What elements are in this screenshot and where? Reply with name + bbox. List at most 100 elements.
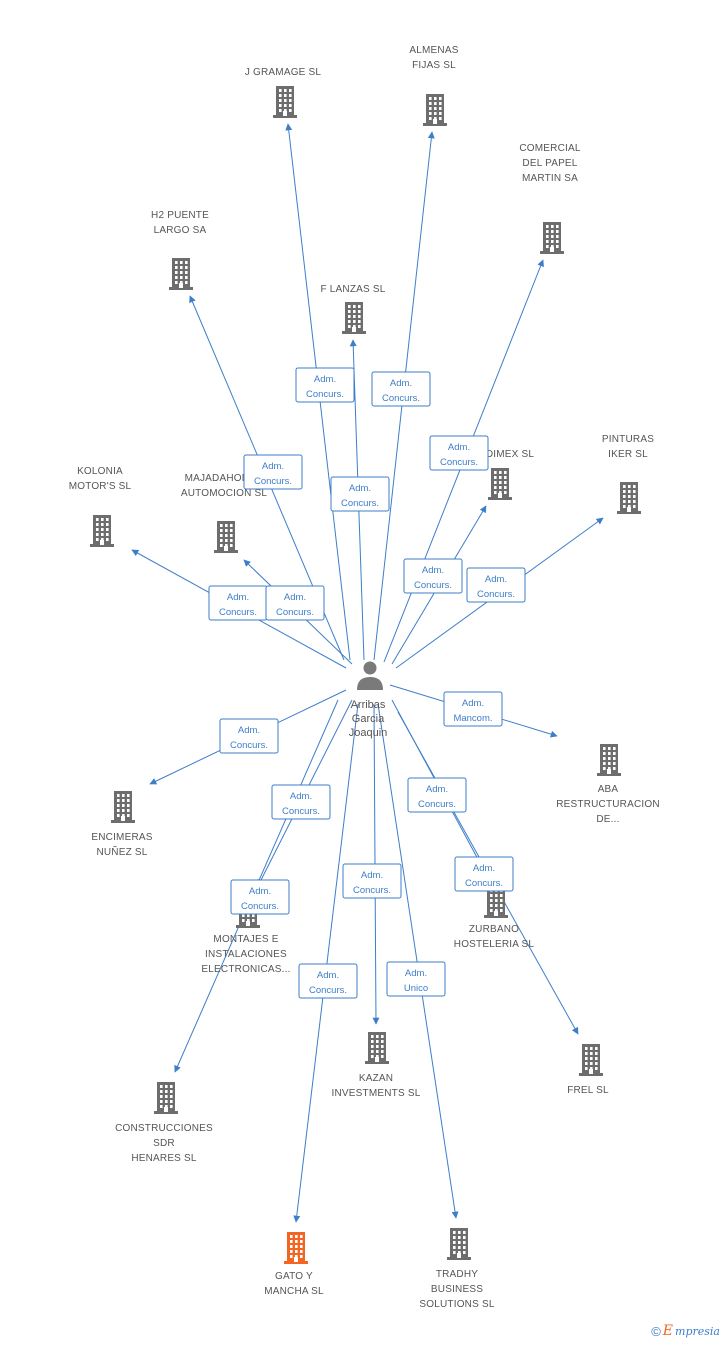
company-name[interactable]: PINTURAS	[602, 434, 654, 445]
company-node-n5[interactable]: F LANZAS SL	[321, 284, 386, 334]
company-node-n18[interactable]: TRADHY BUSINESS SOLUTIONS SL	[419, 1228, 495, 1310]
company-name[interactable]: AUTOMOCION SL	[181, 488, 268, 499]
edge-label-text: Concurs.	[418, 799, 456, 810]
company-node-n1[interactable]: J GRAMAGE SL	[245, 67, 322, 118]
company-node-n6[interactable]: DIMEX SL	[486, 449, 535, 500]
building-icon[interactable]	[169, 258, 193, 290]
building-icon[interactable]	[342, 302, 366, 334]
company-name[interactable]: KAZAN	[359, 1073, 393, 1084]
company-node-n12[interactable]: ZURBANO HOSTELERIA SL	[454, 886, 535, 950]
edge-label-n12b: Adm. Concurs.	[454, 856, 514, 892]
company-name[interactable]: LARGO SA	[154, 225, 207, 236]
company-name[interactable]: ABA	[598, 784, 619, 795]
edge-label-text: Adm.	[314, 374, 336, 385]
building-icon[interactable]	[90, 515, 114, 547]
company-name[interactable]: BUSINESS	[431, 1284, 483, 1295]
person-icon[interactable]	[357, 661, 383, 691]
company-node-n2[interactable]: ALMENAS FIJAS SL	[409, 45, 459, 126]
company-node-n9[interactable]: MAJADAHONDA AUTOMOCION SL	[181, 473, 268, 553]
company-name[interactable]: GATO Y	[275, 1271, 313, 1282]
company-name[interactable]: MAJADAHONDA	[185, 473, 264, 484]
edge-label-text: Adm.	[317, 970, 339, 981]
company-name[interactable]: NUÑEZ SL	[96, 845, 147, 858]
edge-label-text: Concurs.	[440, 457, 478, 468]
company-node-n17[interactable]: GATO Y MANCHA SL	[264, 1232, 324, 1297]
building-icon[interactable]	[154, 1082, 178, 1114]
building-icon[interactable]	[597, 744, 621, 776]
edge-label-n8: Adm.Concurs.	[208, 585, 268, 621]
building-icon[interactable]	[273, 86, 297, 118]
company-node-n3[interactable]: COMERCIAL DEL PAPEL MARTIN SA	[519, 143, 581, 254]
company-name[interactable]: TRADHY	[436, 1269, 478, 1280]
building-icon[interactable]	[488, 468, 512, 500]
edge-label-text: Adm.	[405, 968, 427, 979]
company-name[interactable]: ZURBANO	[469, 924, 519, 935]
edge-label-text: Concurs.	[254, 476, 292, 487]
company-name[interactable]: IKER SL	[608, 449, 648, 460]
company-name[interactable]: MARTIN SA	[522, 173, 578, 184]
nodes-layer: J GRAMAGE SL ALMENAS FIJAS SL COMERCIAL DEL …	[69, 45, 660, 1310]
company-node-n16[interactable]: CONSTRUCCIONES SDR HENARES SL	[115, 1082, 213, 1164]
company-node-n10[interactable]: ABA RESTRUCTURACION DE...	[556, 744, 660, 825]
company-name[interactable]: H2 PUENTE	[151, 210, 209, 221]
edge-label-text: Concurs.	[341, 498, 379, 509]
company-name[interactable]: MANCHA SL	[264, 1286, 324, 1297]
company-node-n15[interactable]: KAZAN INVESTMENTS SL	[332, 1032, 421, 1099]
company-name[interactable]: F LANZAS SL	[321, 284, 386, 295]
company-name[interactable]: DIMEX SL	[486, 449, 535, 460]
company-name[interactable]: HENARES SL	[131, 1153, 197, 1164]
building-icon[interactable]	[214, 521, 238, 553]
company-name[interactable]: DE...	[596, 814, 619, 825]
edge-label-text: Concurs.	[309, 985, 347, 996]
company-node-n11[interactable]: ENCIMERAS NUÑEZ SL	[91, 791, 153, 858]
company-node-n14[interactable]: FREL SL	[567, 1044, 609, 1096]
company-name[interactable]: DEL PAPEL	[522, 158, 577, 169]
building-icon[interactable]	[284, 1232, 308, 1264]
edge-label-text: Adm.	[262, 461, 284, 472]
edge-label-text: Adm.	[473, 863, 495, 874]
company-name[interactable]: MOTOR'S SL	[69, 481, 132, 492]
company-name[interactable]: ALMENAS	[409, 45, 458, 56]
edge-label-text: Concurs.	[353, 885, 391, 896]
company-node-n8[interactable]: KOLONIA MOTOR'S SL	[69, 466, 132, 547]
building-icon[interactable]	[111, 791, 135, 823]
company-node-n4[interactable]: H2 PUENTE LARGO SA	[151, 210, 209, 290]
company-name[interactable]: RESTRUCTURACION	[556, 799, 660, 810]
person-name[interactable]: Joaquin	[349, 727, 388, 739]
building-icon[interactable]	[365, 1032, 389, 1064]
company-name[interactable]: SOLUTIONS SL	[419, 1299, 494, 1310]
building-icon[interactable]	[617, 482, 641, 514]
company-name[interactable]: ENCIMERAS	[91, 832, 152, 843]
company-name[interactable]: INVESTMENTS SL	[332, 1088, 421, 1099]
edge-label-n7: Adm.Concurs.	[466, 567, 526, 603]
company-name[interactable]: CONSTRUCCIONES	[115, 1123, 213, 1134]
building-icon[interactable]	[579, 1044, 603, 1076]
company-name[interactable]: FIJAS SL	[412, 60, 456, 71]
company-name[interactable]: HOSTELERIA SL	[454, 939, 535, 950]
company-node-n7[interactable]: PINTURAS IKER SL	[602, 434, 654, 514]
company-name[interactable]: KOLONIA	[77, 466, 123, 477]
edge-label-n11: Adm.Concurs.	[219, 718, 279, 754]
company-name[interactable]: MONTAJES E	[213, 934, 278, 945]
edge-label-text: Concurs.	[219, 607, 257, 618]
company-name[interactable]: ELECTRONICAS...	[201, 964, 290, 975]
person-name[interactable]: Arribas	[351, 699, 386, 711]
company-name[interactable]: SDR	[153, 1138, 175, 1149]
edge-label-text: Concurs.	[465, 878, 503, 889]
company-name[interactable]: INSTALACIONES	[205, 949, 287, 960]
edge-label-n12: Adm.Concurs.	[407, 777, 467, 813]
building-icon[interactable]	[423, 94, 447, 126]
company-name[interactable]: FREL SL	[567, 1085, 609, 1096]
edge-label-text: Adm.	[249, 886, 271, 897]
building-icon[interactable]	[447, 1228, 471, 1260]
edge-label-text: Adm.	[238, 725, 260, 736]
edge-label-n10: Adm.Mancom.	[443, 691, 503, 727]
company-name[interactable]: COMERCIAL	[519, 143, 580, 154]
person-name[interactable]: Garcia	[352, 713, 385, 725]
edge-label-text: Concurs.	[414, 580, 452, 591]
company-name[interactable]: J GRAMAGE SL	[245, 67, 322, 78]
building-icon[interactable]	[540, 222, 564, 254]
edge-label-n17: Adm. Concurs.	[298, 963, 358, 999]
edge-label-text: Adm.	[422, 565, 444, 576]
